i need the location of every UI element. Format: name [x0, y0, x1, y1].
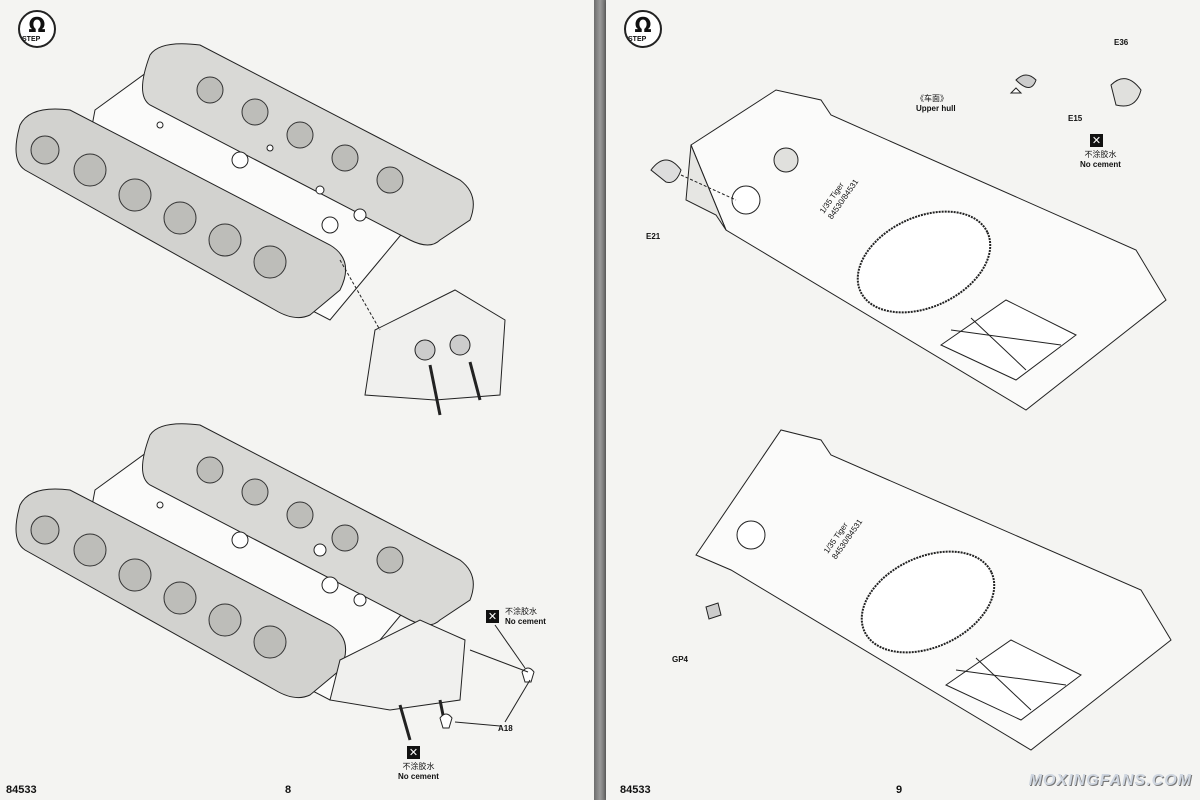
product-code: 84533 [6, 784, 37, 796]
no-cement-x-icon: ✕ [486, 610, 499, 623]
step-badge: Ω STEP [16, 10, 60, 50]
page-number: 9 [896, 784, 903, 796]
instruction-page-left: Ω STEP ✕ 不涂胶水 No cement A18 ✕ 不涂胶水 No ce… [0, 0, 594, 800]
no-cement-note-en: No cement [398, 772, 439, 781]
step-badge: Ω STEP [622, 10, 666, 50]
chassis-diagram-top [15, 43, 506, 416]
part-label-e21: E21 [646, 232, 661, 241]
book-gutter [594, 0, 606, 800]
watermark-logo: MOXINGFANS.COM [1028, 772, 1192, 789]
product-code: 84533 [620, 784, 651, 796]
tank-chassis-diagrams [15, 43, 535, 741]
no-cement-note: 不涂胶水 No cement [1080, 150, 1121, 170]
assembly-title-en: Upper hull [916, 104, 956, 113]
no-cement-note: 不涂胶水 No cement [505, 607, 546, 627]
instruction-page-right: Ω STEP 《车面》 Upper hull E36 E15 E21 GP4 ✕… [606, 0, 1200, 800]
no-cement-note-cn: 不涂胶水 [1084, 150, 1117, 159]
step-label: STEP [628, 36, 647, 43]
upper-hull-diagrams [650, 74, 1172, 751]
part-label-gp4: GP4 [672, 655, 689, 664]
step-label: STEP [22, 36, 41, 43]
step-badge-ring [18, 10, 56, 48]
assembly-title: 《车面》 Upper hull [916, 94, 956, 114]
step-number: Ω [28, 13, 46, 37]
step-number: Ω [634, 13, 652, 37]
no-cement-note: 不涂胶水 No cement [398, 762, 439, 782]
upper-hull-diagram-top [650, 74, 1167, 411]
no-cement-x-icon: ✕ [1090, 134, 1103, 147]
no-cement-note-cn: 不涂胶水 [505, 607, 537, 616]
no-cement-x-icon: ✕ [407, 746, 420, 759]
part-label-e15: E15 [1068, 114, 1083, 123]
part-label-a18: A18 [498, 724, 513, 733]
step-badge-ring [624, 10, 662, 48]
no-cement-note-en: No cement [505, 617, 546, 626]
part-label-e36: E36 [1114, 38, 1129, 47]
page-number: 8 [285, 784, 292, 796]
upper-hull-diagram-bottom [695, 429, 1172, 751]
no-cement-note-en: No cement [1080, 160, 1121, 169]
chassis-diagram-bottom [15, 423, 535, 741]
no-cement-note-cn: 不涂胶水 [402, 762, 435, 771]
assembly-title-cn: 《车面》 [916, 94, 948, 103]
